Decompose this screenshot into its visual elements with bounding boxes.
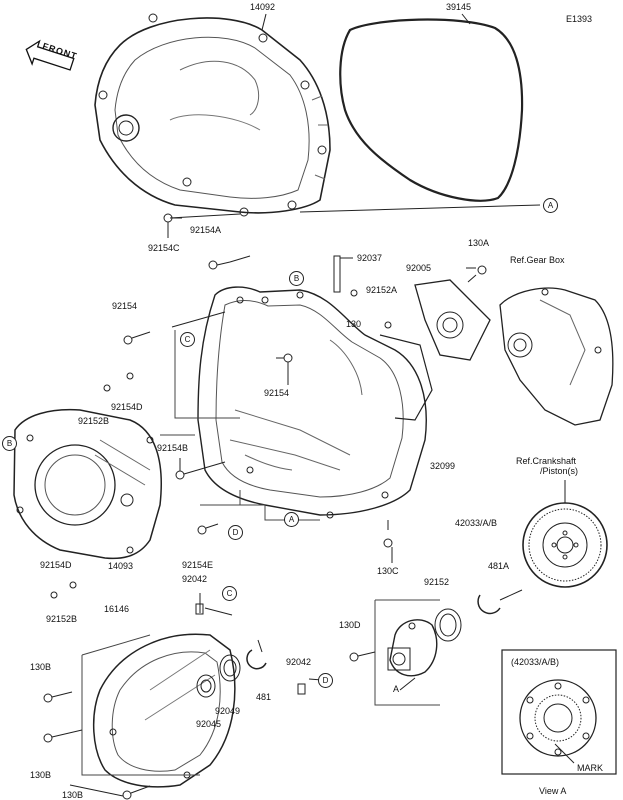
part-label-92152B-upper: 92152B bbox=[78, 416, 110, 426]
dowel-92037-drawing bbox=[333, 255, 353, 293]
part-label-92152: 92152 bbox=[424, 577, 450, 587]
front-label: FRONT bbox=[41, 40, 79, 62]
washer-92152-drawing bbox=[434, 608, 462, 642]
part-label-92154D-lower: 92154D bbox=[40, 560, 72, 570]
part-label-42033: 42033/A/B bbox=[455, 518, 498, 528]
view-a-caption: View A bbox=[539, 786, 567, 796]
part-label-130A: 130A bbox=[468, 238, 490, 248]
part-label-130C: 130C bbox=[377, 566, 399, 576]
bolts-130B-drawing bbox=[43, 691, 151, 800]
outer-clutch-cover-drawing bbox=[92, 633, 236, 788]
pipe-92005-drawing bbox=[414, 279, 491, 361]
callout-D-top: D bbox=[228, 525, 243, 540]
crankcase-drawing bbox=[197, 286, 433, 519]
seal-92049-drawing bbox=[219, 654, 241, 682]
callout-A-middle: A bbox=[284, 512, 299, 527]
part-label-14092: 14092 bbox=[250, 2, 276, 12]
view-a-title: (42033/A/B) bbox=[511, 657, 560, 667]
bolt-130A-drawing bbox=[466, 265, 487, 283]
callout-A-top: A bbox=[543, 198, 558, 213]
bolt-92154E-drawing bbox=[197, 523, 219, 535]
starter-clutch-drawing bbox=[387, 619, 438, 677]
clip-481-drawing bbox=[246, 649, 267, 670]
bolt-92154B-drawing bbox=[175, 458, 226, 480]
mark-label: MARK bbox=[577, 763, 604, 773]
bolt-92154-left-drawing bbox=[123, 331, 151, 345]
part-label-14093: 14093 bbox=[108, 561, 134, 571]
part-label-92042-lower: 92042 bbox=[286, 657, 312, 667]
part-label-130: 130 bbox=[346, 319, 362, 329]
view-a-frame bbox=[501, 649, 617, 775]
part-label-92154A: 92154A bbox=[190, 225, 222, 235]
gear-box-drawing bbox=[499, 287, 614, 426]
part-label-39145: 39145 bbox=[446, 2, 472, 12]
part-label-92154E: 92154E bbox=[182, 560, 214, 570]
diagram-code: E1393 bbox=[566, 14, 593, 24]
part-label-92152A: 92152A bbox=[366, 285, 398, 295]
callout-B-top: B bbox=[289, 271, 304, 286]
part-label-130B-3: 130B bbox=[62, 790, 84, 800]
part-label-92154-left: 92154 bbox=[112, 301, 138, 311]
part-label-16146: 16146 bbox=[104, 604, 130, 614]
part-label-92037: 92037 bbox=[357, 253, 383, 263]
part-label-130B-2: 130B bbox=[30, 770, 52, 780]
clip-481A-drawing bbox=[477, 594, 501, 615]
callout-C-lower: C bbox=[222, 586, 237, 601]
bolt-92154C-drawing bbox=[163, 213, 182, 238]
part-label-481A: 481A bbox=[488, 561, 510, 571]
ref-gear-box-label: Ref.Gear Box bbox=[510, 255, 565, 265]
bolt-130D-drawing bbox=[349, 651, 376, 662]
part-label-92154B: 92154B bbox=[157, 443, 189, 453]
part-label-92152B-lower: 92152B bbox=[46, 614, 78, 624]
part-label-130B-1: 130B bbox=[30, 662, 52, 672]
gasket-drawing bbox=[339, 18, 524, 202]
front-arrow-drawing bbox=[25, 39, 75, 71]
view-a-gear-drawing bbox=[519, 679, 597, 764]
seal-92045-drawing bbox=[196, 674, 216, 698]
part-label-481: 481 bbox=[256, 692, 272, 702]
bolt-92154-mid-drawing bbox=[276, 353, 293, 385]
outer-cover-drawing bbox=[94, 13, 331, 217]
callout-D-lower: D bbox=[318, 673, 333, 688]
part-label-32099: 32099 bbox=[430, 461, 456, 471]
part-label-130D: 130D bbox=[339, 620, 361, 630]
bolt-92154A-drawing bbox=[208, 255, 251, 270]
part-label-92005: 92005 bbox=[406, 263, 432, 273]
part-label-92045: 92045 bbox=[196, 719, 222, 729]
inner-cover-drawing bbox=[13, 408, 162, 560]
view-a-marker: A bbox=[393, 684, 400, 694]
callout-C-top: C bbox=[180, 332, 195, 347]
callout-B-left: B bbox=[2, 436, 17, 451]
ref-piston-label: /Piston(s) bbox=[540, 466, 579, 476]
ref-crankshaft-label: Ref.Crankshaft bbox=[516, 456, 577, 466]
bolt-130C-drawing bbox=[383, 520, 393, 548]
part-label-92154C: 92154C bbox=[148, 243, 180, 253]
part-label-92049: 92049 bbox=[215, 706, 241, 716]
part-label-92154D-upper: 92154D bbox=[111, 402, 143, 412]
part-label-92154-mid: 92154 bbox=[264, 388, 290, 398]
part-label-92042-upper: 92042 bbox=[182, 574, 208, 584]
flywheel-drawing bbox=[522, 502, 608, 588]
